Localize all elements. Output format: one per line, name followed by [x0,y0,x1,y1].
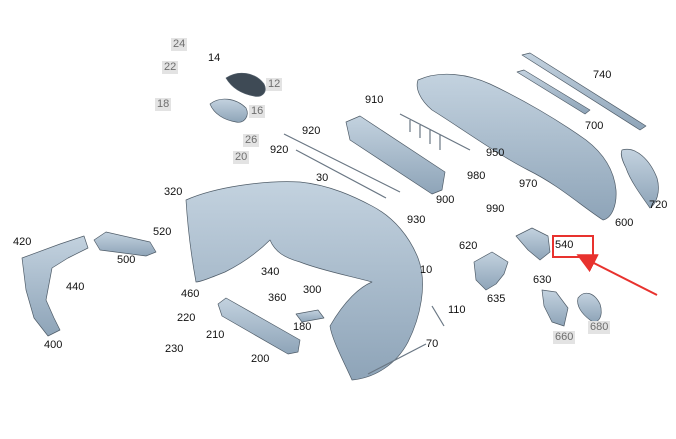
strip-70[interactable] [367,343,427,375]
bracket-500[interactable] [93,231,157,257]
callout-930[interactable]: 930 [407,214,426,226]
trim-strip-740[interactable] [521,52,647,131]
lower-member-200[interactable] [217,297,301,355]
side-bracket-400[interactable] [21,235,89,337]
callout-200[interactable]: 200 [251,353,270,365]
callout-740[interactable]: 740 [593,69,612,81]
corner-part-720[interactable] [620,148,659,209]
callout-440[interactable]: 440 [66,281,85,293]
wire-950[interactable] [399,113,471,151]
callout-22[interactable]: 22 [162,61,179,74]
callout-320[interactable]: 320 [164,186,183,198]
callout-12[interactable]: 12 [266,78,283,91]
callout-950[interactable]: 950 [486,147,505,159]
callout-340[interactable]: 340 [261,266,280,278]
callout-660[interactable]: 660 [553,331,576,344]
callout-230[interactable]: 230 [165,343,184,355]
part-540[interactable] [515,227,551,261]
callout-110[interactable]: 110 [448,304,466,316]
callout-980[interactable]: 980 [467,170,486,182]
callout-70[interactable]: 70 [426,338,439,350]
callout-20[interactable]: 20 [233,151,250,164]
callout-680[interactable]: 680 [588,321,611,334]
callout-900[interactable]: 900 [436,194,455,206]
callout-10[interactable]: 10 [420,264,433,276]
callout-24[interactable]: 24 [171,38,188,51]
callout-460[interactable]: 460 [181,288,200,300]
part-660[interactable] [541,289,569,327]
callout-360[interactable]: 360 [268,292,287,304]
callout-30[interactable]: 30 [316,172,329,184]
callout-540[interactable]: 540 [555,239,574,251]
callout-920-a[interactable]: 920 [302,125,321,137]
callout-910[interactable]: 910 [365,94,384,106]
callout-700[interactable]: 700 [585,120,604,132]
cable-920a[interactable] [283,133,401,193]
trim-strip-700[interactable] [516,69,591,115]
part-680[interactable] [577,292,602,323]
callout-420[interactable]: 420 [13,236,32,248]
callout-620[interactable]: 620 [459,240,478,252]
callout-500[interactable]: 500 [117,254,136,266]
callout-600[interactable]: 600 [615,217,634,229]
cable-920b[interactable] [295,149,387,199]
callout-16[interactable]: 16 [249,105,266,118]
callout-990[interactable]: 990 [486,203,505,215]
callout-180[interactable]: 180 [293,321,312,333]
part-620[interactable] [473,251,509,291]
highlight-arrow [576,254,658,296]
highlight-box [552,235,594,258]
callout-920-b[interactable]: 920 [270,144,289,156]
callout-14[interactable]: 14 [208,52,221,64]
callout-635[interactable]: 635 [487,293,506,305]
strip-110[interactable] [431,305,445,327]
callout-220[interactable]: 220 [177,312,196,324]
bumper-cover-part[interactable] [185,181,423,381]
callout-210[interactable]: 210 [206,329,225,341]
callout-520[interactable]: 520 [153,226,172,238]
center-bracket-900[interactable] [345,115,446,195]
callout-970[interactable]: 970 [519,178,538,190]
callout-26[interactable]: 26 [243,134,260,147]
part-180[interactable] [295,309,325,323]
callout-400[interactable]: 400 [44,339,63,351]
part-16[interactable] [209,98,248,123]
callout-18[interactable]: 18 [155,98,172,111]
callout-720[interactable]: 720 [649,199,668,211]
callout-300[interactable]: 300 [303,284,322,296]
callout-630[interactable]: 630 [533,274,552,286]
part-12[interactable] [225,72,266,97]
diffuser-part[interactable] [416,73,617,221]
